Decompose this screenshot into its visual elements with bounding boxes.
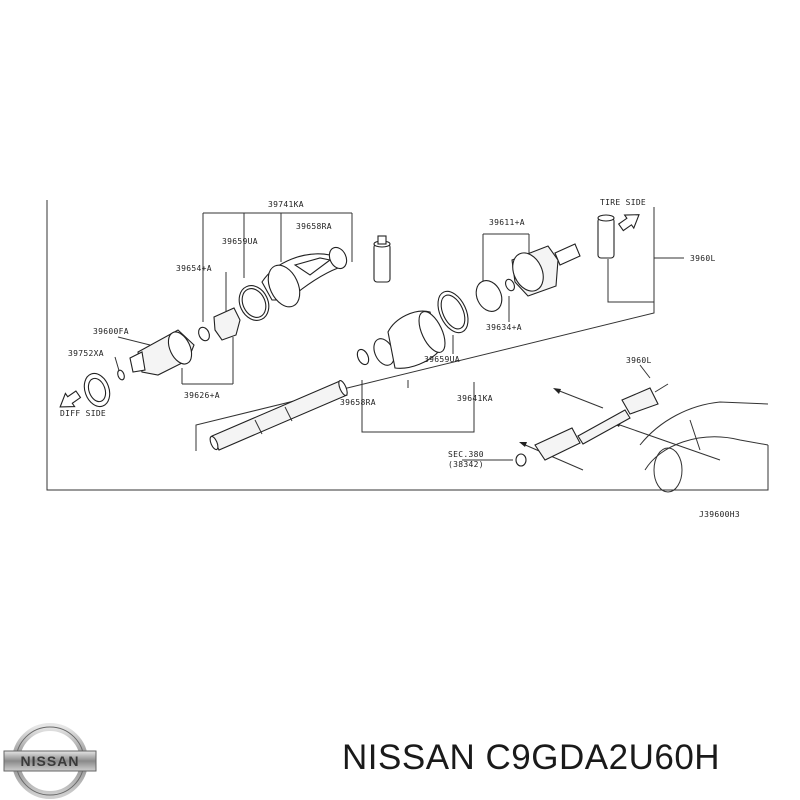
label-39741KA: 39741KA <box>268 200 304 209</box>
nissan-logo: NISSAN <box>3 723 97 799</box>
label-39658RA-left: 39658RA <box>296 222 332 231</box>
label-sec-38342: (38342) <box>448 460 484 469</box>
label-3960L-upper: 3960L <box>690 254 716 263</box>
inner-joint-assembly <box>83 235 391 408</box>
label-39752XA: 39752XA <box>68 349 104 358</box>
label-39654A: 39654+A <box>176 264 212 273</box>
diagram-frame <box>46 200 769 491</box>
label-39600FA: 39600FA <box>93 327 129 336</box>
product-title: NISSAN C9GDA2U60H <box>342 738 721 777</box>
car-outline-icon <box>639 401 769 493</box>
label-39658RA-right: 39658RA <box>340 398 376 407</box>
label-39659UA-left: 39659UA <box>222 237 258 246</box>
label-39641KA: 39641KA <box>457 394 493 403</box>
label-sec-380: SEC.380 <box>448 450 484 459</box>
direction-arrows <box>59 214 640 408</box>
label-tire-side: TIRE SIDE <box>600 198 646 207</box>
label-diff-side: DIFF SIDE <box>60 409 106 418</box>
label-39626A: 39626+A <box>184 391 220 400</box>
drive-shaft <box>209 348 370 451</box>
label-39611A: 39611+A <box>489 218 525 227</box>
logo-text: NISSAN <box>21 753 80 769</box>
complete-shaft-icon <box>515 383 669 467</box>
label-39659UA-right: 39659UA <box>424 355 460 364</box>
leader-lines <box>114 212 721 471</box>
label-3960L-lower: 3960L <box>626 356 652 365</box>
outer-joint-assembly <box>373 214 615 369</box>
diagram-code: J39600H3 <box>699 510 740 519</box>
label-39634A: 39634+A <box>486 323 522 332</box>
